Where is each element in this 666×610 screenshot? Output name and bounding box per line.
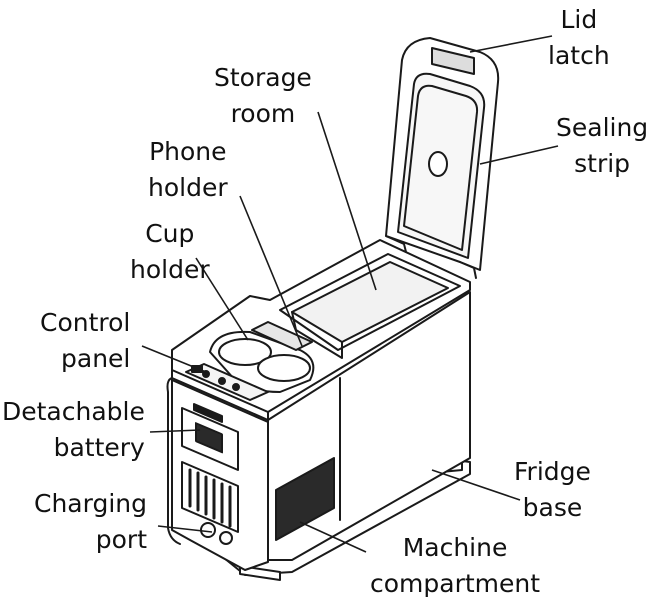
label-machine-compartment-line1: Machine (402, 533, 508, 562)
leader-sealing-strip (479, 145, 559, 165)
label-cup-holder: Cup holder (130, 216, 210, 288)
label-sealing-strip-line1: Sealing (556, 113, 649, 142)
vent-slots (188, 468, 232, 528)
phone-holder-slot (251, 321, 313, 351)
lid-hinge-right (459, 261, 477, 279)
front-face-rounded-edge (166, 377, 181, 545)
label-control-panel-line2: panel (61, 344, 131, 373)
lid-latch (431, 47, 475, 75)
cup-holder-right (257, 354, 311, 382)
label-cup-holder-line1: Cup (145, 219, 195, 248)
leader-control-panel (141, 345, 207, 373)
label-lid-latch: Lid latch (548, 2, 610, 74)
charging-vents (181, 461, 239, 533)
label-charging-port: Charging port (34, 486, 147, 558)
label-storage-room-line2: room (230, 99, 296, 128)
label-machine-compartment-line2: compartment (370, 569, 541, 598)
label-sealing-strip-line2: strip (574, 149, 631, 178)
leader-lid-latch (469, 35, 553, 53)
label-fridge-base-line2: base (522, 493, 583, 522)
machine-grille (275, 457, 335, 541)
label-control-panel: Control panel (40, 305, 130, 377)
label-detachable-battery: Detachable battery (2, 394, 145, 466)
storage-inner-wall (291, 311, 343, 359)
label-phone-holder: Phone holder (148, 134, 228, 206)
deck-front-edge (171, 369, 269, 423)
leader-storage-room (317, 111, 377, 291)
label-charging-port-line2: port (95, 525, 147, 554)
label-phone-holder-line2: holder (148, 173, 228, 202)
label-detachable-battery-line2: battery (53, 433, 145, 462)
base-foot-left (239, 565, 281, 581)
leader-cup-holder (195, 257, 249, 341)
label-storage-room: Storage room (214, 60, 312, 132)
label-fridge-base: Fridge base (514, 454, 591, 526)
leader-detachable-battery (149, 429, 201, 433)
storage-inner-rim (291, 261, 449, 343)
lid-seal-ring (403, 84, 479, 251)
charging-port-socket-2 (219, 531, 233, 545)
control-button-1 (202, 370, 210, 378)
label-machine-compartment: Machine compartment (370, 530, 540, 602)
cup-holder-left (218, 338, 272, 366)
battery-screen (195, 422, 223, 454)
control-button-2 (218, 377, 226, 385)
label-storage-room-line1: Storage (214, 63, 312, 92)
lid-hinge-left (385, 235, 407, 253)
label-sealing-strip: Sealing strip (556, 110, 648, 182)
charging-port-socket (200, 522, 216, 538)
label-control-panel-line1: Control (40, 308, 131, 337)
control-button-3 (232, 383, 240, 391)
label-detachable-battery-line1: Detachable (2, 397, 145, 426)
leader-phone-holder (239, 195, 303, 347)
battery-handle (193, 403, 223, 423)
label-cup-holder-line2: holder (130, 255, 210, 284)
label-phone-holder-line1: Phone (149, 137, 227, 166)
label-fridge-base-line1: Fridge (514, 457, 591, 486)
lid-vent (428, 151, 448, 177)
label-lid-latch-line2: latch (548, 41, 610, 70)
leader-charging-port (157, 525, 213, 533)
label-lid-latch-line1: Lid (560, 5, 598, 34)
label-charging-port-line1: Charging (34, 489, 147, 518)
leader-fridge-base (431, 469, 521, 501)
leader-machine-compartment (299, 521, 367, 553)
